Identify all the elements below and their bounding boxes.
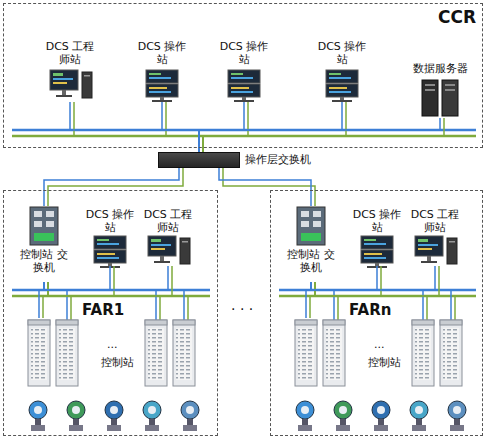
engineer-station-icon bbox=[415, 236, 457, 264]
link-line-secondary bbox=[203, 102, 346, 152]
network-link bbox=[70, 102, 199, 152]
network-link bbox=[306, 282, 311, 318]
network-link bbox=[311, 266, 435, 290]
instrument-icon bbox=[448, 401, 466, 431]
instrument-icon bbox=[143, 401, 161, 431]
link-line-secondary bbox=[74, 102, 203, 152]
control-station-group: 控制站 bbox=[22, 318, 212, 392]
node-label: DCS 工程师站 bbox=[409, 208, 461, 234]
operator-station: DCS 操作站 bbox=[351, 208, 403, 266]
server-icon bbox=[422, 80, 458, 116]
engineer-station-icon bbox=[148, 236, 190, 264]
more-regions-label: · · · bbox=[231, 303, 253, 316]
instrument-icon bbox=[105, 401, 123, 431]
ellipsis-label: ... bbox=[374, 338, 385, 351]
network-link bbox=[199, 118, 440, 152]
control-switch: 控制站 交换机 bbox=[285, 206, 337, 282]
cabinet-icon bbox=[28, 320, 50, 386]
data-server: 数据服务器 bbox=[405, 62, 475, 118]
ccr-region: CCR DCS 工程师站 DCS 操作站 DCS 操作站 DCS 操作站数据服务器 bbox=[3, 3, 483, 148]
cabinet-icon bbox=[56, 320, 78, 386]
far-region: FARn 控制站 交换机 DCS 操作站DCS 工程师站控制站 bbox=[270, 190, 483, 436]
link-line-secondary bbox=[48, 168, 183, 206]
node-label: DCS 操作站 bbox=[136, 40, 188, 66]
instrument-icon bbox=[296, 401, 314, 431]
control-switch: 控制站 交换机 bbox=[18, 206, 70, 282]
cabinet-icon bbox=[440, 320, 462, 386]
link-line-secondary bbox=[315, 266, 381, 296]
node-label: 控制站 bbox=[289, 356, 479, 369]
network-link bbox=[44, 266, 168, 290]
node-label: 控制站 交换机 bbox=[285, 248, 337, 274]
region-title: FAR1 bbox=[82, 301, 124, 319]
network-link bbox=[199, 102, 342, 152]
cabinet-icon bbox=[323, 320, 345, 386]
operator-station: DCS 操作站 bbox=[136, 40, 188, 102]
far-region: FAR1 控制站 交换机 DCS 操作站DCS 工程师站控制站 bbox=[3, 190, 218, 436]
node-label: DCS 操作站 bbox=[84, 208, 136, 234]
engineer-station-icon bbox=[50, 70, 92, 98]
operator-station-icon bbox=[361, 236, 393, 268]
engineer-station: DCS 工程师站 bbox=[142, 208, 194, 266]
instrument-icon bbox=[181, 401, 199, 431]
cabinet-icon bbox=[295, 320, 317, 386]
operator-station-icon bbox=[94, 236, 126, 268]
switch-icon bbox=[30, 207, 58, 245]
cabinet-icon bbox=[145, 320, 167, 386]
region-title: CCR bbox=[438, 7, 476, 27]
network-link bbox=[44, 168, 179, 206]
engineer-station: DCS 工程师站 bbox=[44, 40, 96, 102]
instrument-icon bbox=[29, 401, 47, 431]
operator-station-icon bbox=[146, 70, 178, 102]
switch-icon bbox=[297, 207, 325, 245]
node-label: DCS 操作站 bbox=[316, 40, 368, 66]
cabinet-icon bbox=[173, 320, 195, 386]
node-label: DCS 操作站 bbox=[351, 208, 403, 234]
instrument-icon bbox=[67, 401, 85, 431]
cabinet-drops bbox=[67, 290, 455, 320]
operation-switch: 操作层交换机 bbox=[158, 152, 240, 168]
node-label: 操作层交换机 bbox=[245, 153, 311, 166]
instrument-icon bbox=[372, 401, 390, 431]
node-label: DCS 工程师站 bbox=[44, 40, 96, 66]
operator-station: DCS 操作站 bbox=[218, 40, 270, 102]
link-line-secondary bbox=[166, 102, 203, 152]
region-title: FARn bbox=[349, 301, 391, 319]
control-station-group: 控制站 bbox=[289, 318, 479, 392]
instrument-icon bbox=[334, 401, 352, 431]
node-label: DCS 操作站 bbox=[218, 40, 270, 66]
network-link bbox=[219, 168, 311, 206]
network-link bbox=[199, 102, 244, 152]
link-line-secondary bbox=[203, 102, 248, 152]
link-line-secondary bbox=[203, 118, 444, 152]
cabinet-icon bbox=[412, 320, 434, 386]
link-line-secondary bbox=[48, 266, 114, 296]
node-label: 控制站 交换机 bbox=[18, 248, 70, 274]
operator-station-icon bbox=[228, 70, 260, 102]
network-link bbox=[162, 102, 199, 152]
link-line-secondary bbox=[223, 168, 315, 206]
ellipsis-label: ... bbox=[107, 338, 118, 351]
operator-station: DCS 操作站 bbox=[316, 40, 368, 102]
engineer-station: DCS 工程师站 bbox=[409, 208, 461, 266]
node-label: DCS 工程师站 bbox=[142, 208, 194, 234]
node-label: 控制站 bbox=[22, 356, 212, 369]
instrument-icon bbox=[410, 401, 428, 431]
node-label: 数据服务器 bbox=[405, 62, 475, 75]
operator-station-icon bbox=[326, 70, 358, 102]
network-link bbox=[39, 282, 44, 318]
operator-station: DCS 操作站 bbox=[84, 208, 136, 266]
